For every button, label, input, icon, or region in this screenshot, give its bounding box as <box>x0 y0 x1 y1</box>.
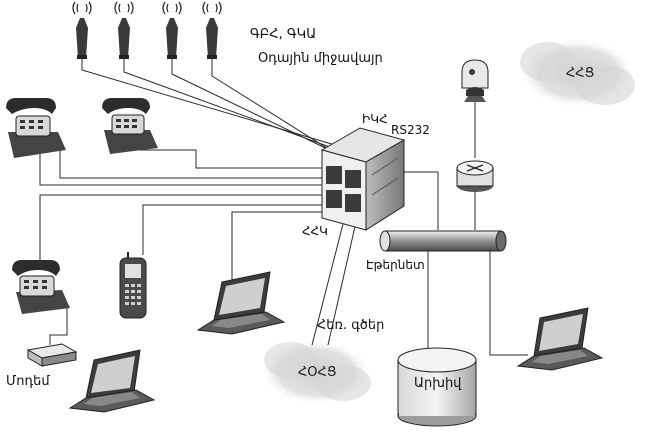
antenna-1-icon <box>72 1 92 59</box>
router-icon <box>456 160 494 192</box>
label-rs232: RS232 <box>391 123 430 137</box>
ethernet-bus-icon <box>379 230 507 252</box>
mobile-phone-icon <box>119 252 147 319</box>
label-cloud-bottom: ՀՕՀՑ <box>298 365 337 380</box>
label-phone-lines: Հեռ. գծեր <box>317 318 385 333</box>
laptop-center-icon <box>196 271 286 335</box>
label-archive: Արխիվ <box>414 376 462 391</box>
label-cloud-top: ՀՀՑ <box>566 66 595 81</box>
label-air-medium: Օդային միջավայր <box>258 51 383 66</box>
cloud-top <box>520 38 636 108</box>
desk-phone-3-icon <box>12 260 70 314</box>
antenna-2-icon <box>114 1 134 59</box>
laptop-right-icon <box>516 307 604 371</box>
label-ethernet: Էթերնետ <box>366 258 425 272</box>
switch-cabinet-icon <box>320 127 406 231</box>
label-switch-name: ԻԿՀ <box>362 112 388 126</box>
firewall-icon <box>461 59 489 102</box>
modem-icon <box>26 343 78 367</box>
label-pbx-link: ՀՀԿ <box>302 224 328 238</box>
desk-phone-1-icon <box>6 98 66 158</box>
label-radio-systems: ԳԲՀ, ԳԿԱ <box>250 27 317 42</box>
antenna-3-icon <box>162 1 182 59</box>
desk-phone-2-icon <box>102 98 158 154</box>
cloud-bottom <box>261 339 371 405</box>
archive-database-icon <box>397 347 477 427</box>
laptop-bottom-left-icon <box>68 349 156 413</box>
label-modem: Մոդեմ <box>6 374 50 389</box>
antenna-4-icon <box>202 1 222 59</box>
connection-lines <box>39 58 528 356</box>
